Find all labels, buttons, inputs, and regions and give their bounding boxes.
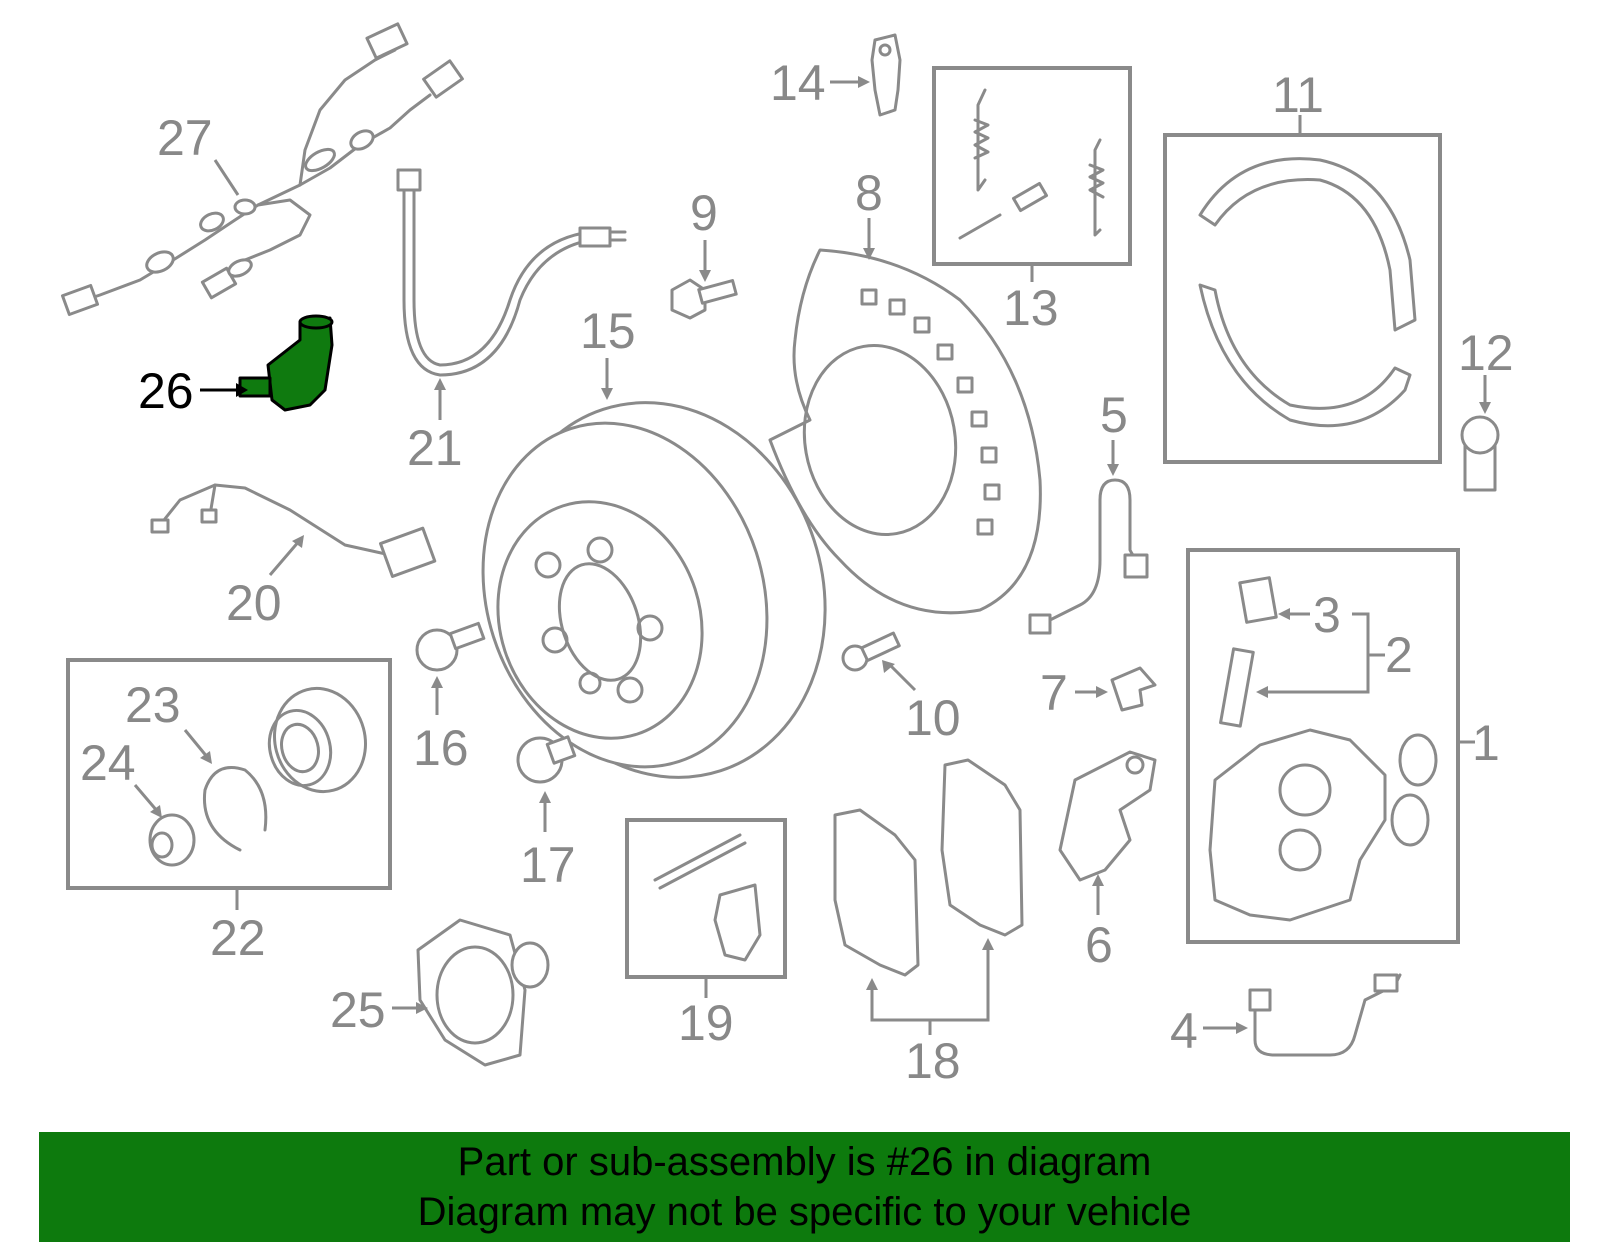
part-26-speed-sensor[interactable] xyxy=(238,314,334,412)
part-19-pad-hardware-box[interactable] xyxy=(625,818,787,979)
info-banner: Part or sub-assembly is #26 in diagram D… xyxy=(39,1132,1570,1242)
part-12-adjuster[interactable] xyxy=(1460,415,1500,492)
part-8-dust-shield[interactable] xyxy=(768,248,1042,615)
part-4-brake-line[interactable] xyxy=(1248,973,1402,1057)
part-22-bearing-parts xyxy=(148,686,368,867)
part-11-shoes xyxy=(1198,157,1417,428)
callout-14-label: 14 xyxy=(770,55,826,111)
part-20-wear-sensor[interactable] xyxy=(150,483,437,578)
callout-18-label: 18 xyxy=(905,1033,961,1089)
callout-19-label: 19 xyxy=(678,995,734,1051)
part-11-parking-shoes-box[interactable] xyxy=(1163,133,1442,464)
part-16-bolt[interactable] xyxy=(415,621,486,672)
part-10-bolt[interactable] xyxy=(841,631,901,672)
callout-3-label: 3 xyxy=(1313,587,1341,643)
part-19-hardware xyxy=(653,833,762,962)
part-7-clip[interactable] xyxy=(1110,666,1157,712)
callout-27-label: 27 xyxy=(157,110,213,166)
parts-diagram: 27 26 21 20 9 xyxy=(60,22,1514,1089)
part-27-wiring-harness[interactable] xyxy=(60,22,464,317)
callout-17-label: 17 xyxy=(520,837,576,893)
callout-21-label: 21 xyxy=(407,420,463,476)
callout-22-label: 22 xyxy=(210,910,266,966)
callout-15-label: 15 xyxy=(580,303,636,359)
callout-23-label: 23 xyxy=(125,677,181,733)
callout-10-label: 10 xyxy=(905,690,961,746)
part-21-brake-hose[interactable] xyxy=(396,168,627,377)
callout-8-label: 8 xyxy=(855,165,883,221)
part-17-plug[interactable] xyxy=(516,735,577,784)
callout-6-label: 6 xyxy=(1085,917,1113,973)
part-5-brake-line[interactable] xyxy=(1028,478,1149,635)
callout-20-label: 20 xyxy=(226,575,282,631)
callout-12-label: 12 xyxy=(1458,325,1514,381)
callout-4-label: 4 xyxy=(1170,1003,1198,1059)
part-13-springs xyxy=(958,88,1105,240)
banner-line-2: Diagram may not be specific to your vehi… xyxy=(417,1190,1192,1234)
banner-line-1: Part or sub-assembly is #26 in diagram xyxy=(457,1140,1152,1184)
callout-11-label: 11 xyxy=(1272,67,1324,123)
part-6-bracket[interactable] xyxy=(1058,750,1157,882)
callout-9-label: 9 xyxy=(690,185,718,241)
callout-5-label: 5 xyxy=(1100,387,1128,443)
part-9-bolt[interactable] xyxy=(670,278,738,320)
part-1-caliper xyxy=(1208,576,1438,922)
callout-24-label: 24 xyxy=(80,735,136,791)
part-18-brake-pads[interactable] xyxy=(833,758,1024,977)
part-25-wheel-hub[interactable] xyxy=(416,918,550,1067)
callout-7-label: 7 xyxy=(1040,665,1068,721)
callout-1-label: 1 xyxy=(1472,715,1500,771)
callout-16-label: 16 xyxy=(413,720,469,776)
callout-26-label: 26 xyxy=(138,363,194,419)
callout-2-label: 2 xyxy=(1385,627,1413,683)
callout-13-label: 13 xyxy=(1003,280,1059,336)
callout-25-label: 25 xyxy=(330,982,386,1038)
part-15-brake-rotor[interactable] xyxy=(440,360,873,820)
part-14-clip[interactable] xyxy=(870,33,902,117)
